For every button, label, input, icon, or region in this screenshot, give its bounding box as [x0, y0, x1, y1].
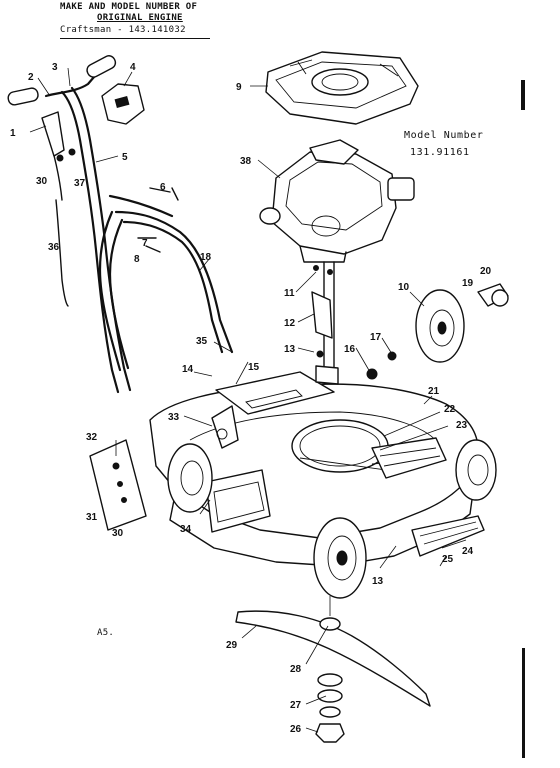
callout-15: 15: [248, 362, 260, 373]
engine-header-line-3: Craftsman - 143.141032: [60, 25, 186, 35]
callout-23: 23: [456, 420, 468, 431]
engine-header-line-1: MAKE AND MODEL NUMBER OF: [60, 2, 198, 12]
engine-header-line-2: ORIGINAL ENGINE: [97, 13, 183, 23]
callout-17: 17: [370, 332, 382, 343]
callout-12: 12: [284, 318, 296, 329]
scan-edge-mark-top: [521, 80, 525, 110]
callout-21: 21: [428, 386, 440, 397]
footnote-mark: A5.: [97, 628, 115, 638]
callout-7: 7: [142, 238, 148, 249]
callout-32: 32: [86, 432, 98, 443]
callout-34: 34: [180, 524, 192, 535]
callout-25: 25: [442, 554, 454, 565]
callout-numbers: 1 2 3 4 5 6 7 8 9 10 11 12 13 14 15 16 1…: [10, 62, 492, 735]
callout-29: 29: [226, 640, 238, 651]
front-left-wheel: [167, 443, 213, 513]
header-rule: [60, 38, 210, 39]
callout-9: 9: [236, 82, 242, 93]
callout-27: 27: [290, 700, 302, 711]
callout-3: 3: [52, 62, 58, 73]
callout-24: 24: [462, 546, 474, 557]
callout-16: 16: [344, 344, 356, 355]
callout-5: 5: [122, 152, 128, 163]
wheels: [167, 283, 509, 599]
callout-28: 28: [290, 664, 302, 675]
callout-30: 30: [36, 176, 48, 187]
callout-37: 37: [74, 178, 86, 189]
callout-19: 19: [462, 278, 474, 289]
callout-13: 13: [284, 344, 296, 355]
callout-30-baffle: 30: [112, 528, 124, 539]
engine-shroud: [265, 51, 419, 125]
callout-31: 31: [86, 512, 98, 523]
callout-11: 11: [284, 288, 295, 299]
handle-assembly: [7, 55, 234, 394]
callout-35: 35: [196, 336, 208, 347]
callout-1: 1: [10, 128, 16, 139]
blade-assembly: [235, 596, 431, 743]
rear-right-wheel: [455, 439, 497, 501]
callout-6: 6: [160, 182, 166, 193]
model-number-value: 131.91161: [410, 147, 470, 158]
callout-36: 36: [48, 242, 60, 253]
engine: [259, 139, 415, 373]
callout-18: 18: [200, 252, 212, 263]
callout-22: 22: [444, 404, 456, 415]
callout-8: 8: [134, 254, 140, 265]
rear-baffle: [89, 439, 147, 531]
callout-4: 4: [130, 62, 136, 73]
callout-38: 38: [240, 156, 252, 167]
model-number-label: Model Number: [404, 130, 484, 141]
callout-33: 33: [168, 412, 180, 423]
scan-edge-mark-bottom: [522, 648, 525, 758]
callout-14: 14: [182, 364, 194, 375]
callout-26: 26: [290, 724, 302, 735]
callout-20: 20: [480, 266, 492, 277]
right-grip: [86, 55, 117, 78]
left-grip: [7, 87, 39, 106]
leader-lines: [29, 67, 467, 733]
callout-13-lower: 13: [372, 576, 384, 587]
mower-deck: [149, 265, 485, 567]
callout-10: 10: [398, 282, 410, 293]
callout-2: 2: [28, 72, 34, 83]
